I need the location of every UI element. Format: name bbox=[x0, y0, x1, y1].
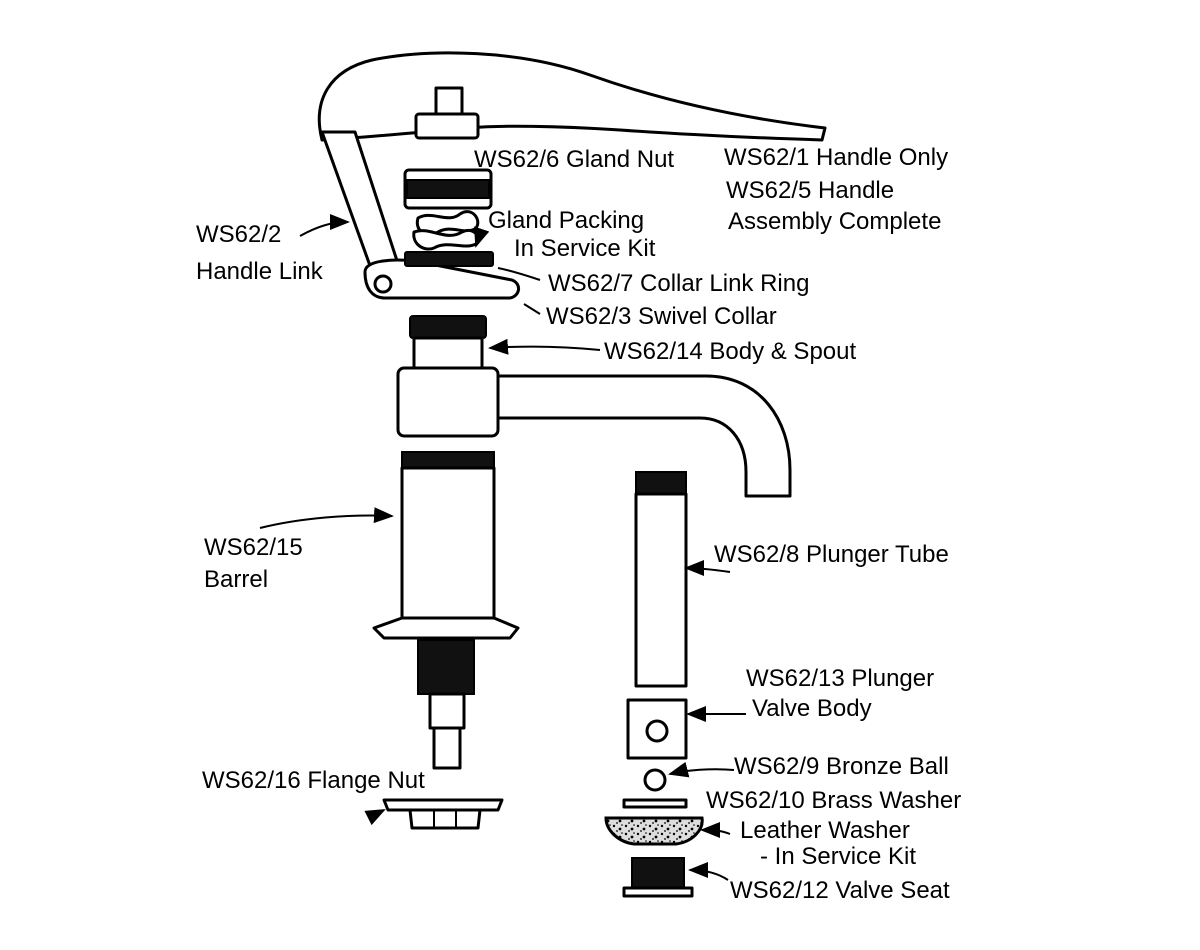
handle-part bbox=[317, 51, 827, 142]
label-swivel-collar: WS62/3 Swivel Collar bbox=[546, 303, 777, 330]
label-gland-packing-line1: Gland Packing bbox=[488, 207, 644, 234]
gland-nut-part bbox=[403, 168, 493, 210]
plunger-tube-part bbox=[634, 471, 688, 688]
label-plunger-valve-line2: Valve Body bbox=[752, 695, 872, 722]
label-collar-link-ring: WS62/7 Collar Link Ring bbox=[548, 270, 809, 297]
label-handle-assembly-line2: Assembly Complete bbox=[728, 208, 941, 235]
bronze-ball-part bbox=[643, 768, 667, 792]
label-gland-packing-line2: In Service Kit bbox=[514, 235, 656, 262]
flange-nut-part bbox=[382, 798, 504, 830]
label-bronze-ball: WS62/9 Bronze Ball bbox=[734, 753, 949, 780]
label-brass-washer: WS62/10 Brass Washer bbox=[706, 787, 961, 814]
label-handle-link-line1: WS62/2 bbox=[196, 221, 281, 248]
label-barrel-line2: Barrel bbox=[204, 566, 268, 593]
body-thread-part bbox=[409, 315, 487, 370]
label-valve-seat: WS62/12 Valve Seat bbox=[730, 877, 950, 904]
handle-link-part bbox=[320, 130, 520, 300]
label-plunger-tube: WS62/8 Plunger Tube bbox=[714, 541, 949, 568]
collar-link-ring-part bbox=[404, 251, 494, 267]
label-handle-link-line2: Handle Link bbox=[196, 258, 324, 285]
label-flange-nut: WS62/16 Flange Nut bbox=[202, 767, 425, 794]
valve-seat-part bbox=[622, 857, 694, 898]
leather-washer-part bbox=[604, 816, 704, 846]
label-handle-only: WS62/1 Handle Only bbox=[724, 144, 948, 171]
label-gland-nut: WS62/6 Gland Nut bbox=[474, 146, 674, 173]
label-handle-assembly-line1: WS62/5 Handle bbox=[726, 177, 894, 204]
leader-lines bbox=[259, 214, 746, 881]
label-body-spout: WS62/14 Body & Spout bbox=[604, 338, 856, 365]
stem-top-part bbox=[414, 86, 480, 140]
label-plunger-valve-line1: WS62/13 Plunger bbox=[746, 665, 934, 692]
barrel-part bbox=[372, 451, 520, 770]
gland-packing-part bbox=[412, 210, 480, 251]
plunger-valve-body-part bbox=[626, 698, 688, 760]
brass-washer-part bbox=[622, 798, 688, 809]
label-barrel-line1: WS62/15 bbox=[204, 534, 303, 561]
label-leather-washer-line1: Leather Washer bbox=[740, 817, 910, 844]
label-leather-washer-line2: - In Service Kit bbox=[760, 843, 916, 870]
body-spout-part bbox=[396, 366, 792, 498]
